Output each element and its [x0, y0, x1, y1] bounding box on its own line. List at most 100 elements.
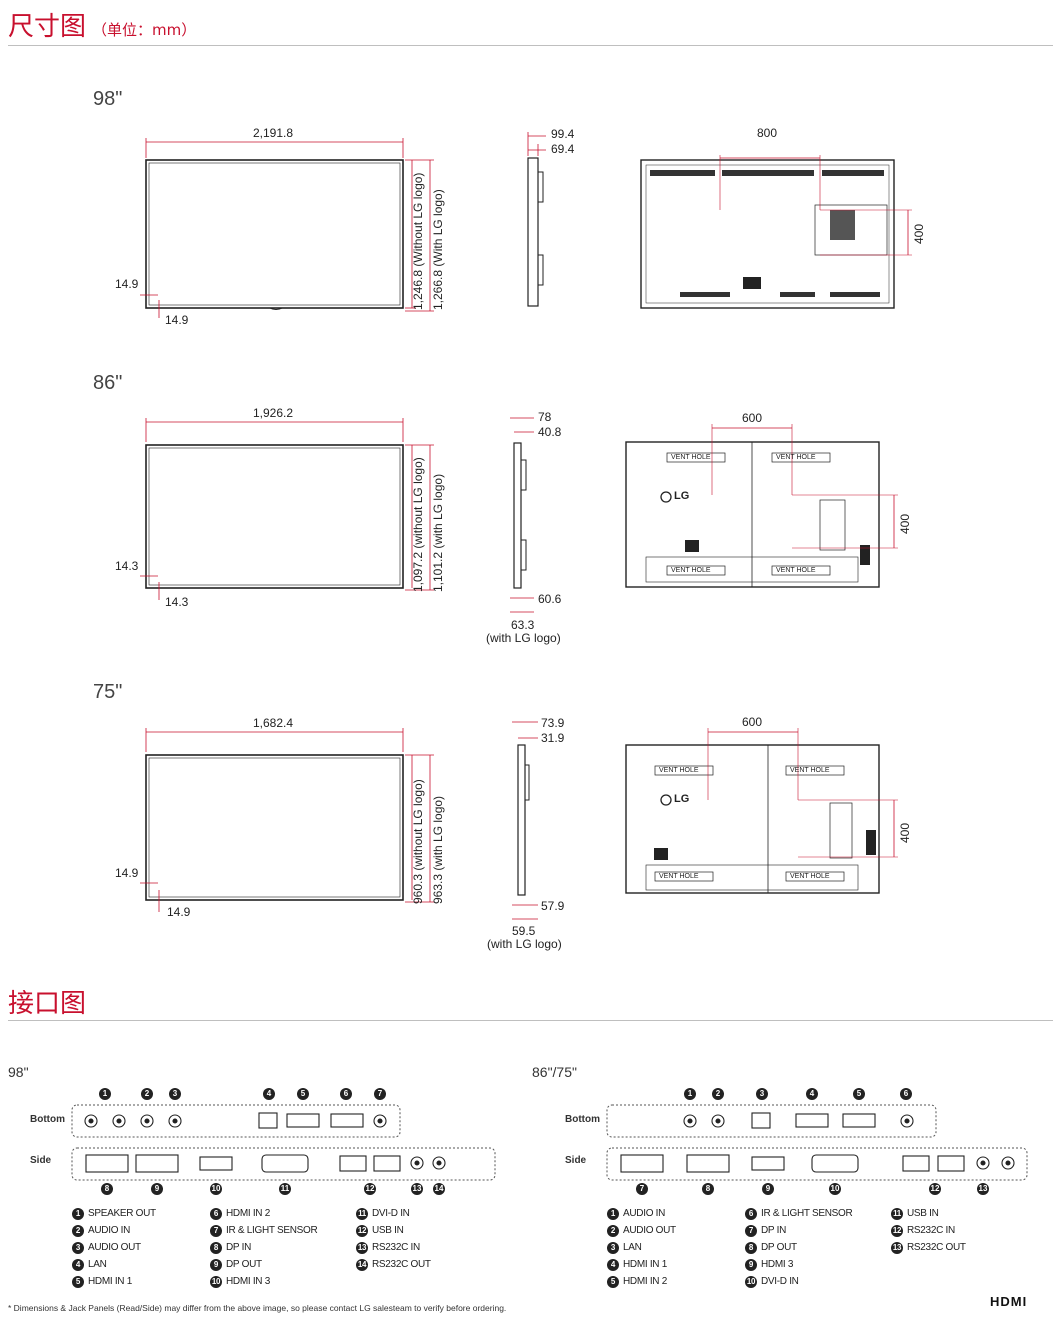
port-number-badge: 14	[433, 1183, 445, 1195]
legend-label: AUDIO OUT	[623, 1225, 676, 1236]
legend-number-badge: 6	[745, 1207, 757, 1220]
legend-number-badge: 2	[72, 1224, 84, 1237]
legend-label: HDMI IN 3	[226, 1276, 270, 1287]
model-size-label-75: 75"	[93, 681, 123, 703]
legend-item: 4 LAN	[72, 1256, 156, 1273]
legend-label: RS232C OUT	[372, 1259, 431, 1270]
vent-hole-label: VENT HOLE	[790, 767, 830, 774]
legend-label: RS232C OUT	[907, 1242, 966, 1253]
dim-height1-86: 1,097.2 (without LG logo)	[411, 457, 425, 592]
legend-label: RS232C IN	[372, 1242, 420, 1253]
dim-vesa-h-98: 400	[912, 223, 926, 244]
legend-number-badge: 8	[745, 1241, 757, 1254]
legend-label: HDMI IN 2	[623, 1276, 667, 1287]
legend-label: RS232C IN	[907, 1225, 955, 1236]
legend-number-badge: 4	[72, 1258, 84, 1271]
dim-bezel-side-98: 14.9	[115, 277, 139, 291]
legend-label: AUDIO IN	[88, 1225, 131, 1236]
dim-width-86: 1,926.2	[253, 406, 294, 420]
port-number-badge: 4	[263, 1088, 275, 1100]
legend-label: AUDIO IN	[623, 1208, 666, 1219]
legend-label: DP IN	[226, 1242, 251, 1253]
back-view-75	[625, 728, 898, 894]
vent-hole-label: VENT HOLE	[790, 873, 830, 880]
dim-depth4-75: 59.5	[512, 924, 536, 938]
dim-depth1-75: 73.9	[541, 716, 565, 730]
legend-number-badge: 12	[356, 1224, 368, 1237]
dim-height2-98: 1,266.8 (With LG logo)	[431, 189, 445, 310]
jack-panel-outlines	[71, 1104, 1028, 1181]
legend-label: DP IN	[761, 1225, 786, 1236]
port-number-badge: 3	[169, 1088, 181, 1100]
port-number-badge: 9	[151, 1183, 163, 1195]
front-view-86	[140, 418, 434, 600]
dim-bezel-side-75: 14.9	[115, 866, 139, 880]
dim-bezel-bottom-75: 14.9	[167, 905, 191, 919]
vent-hole-label: VENT HOLE	[671, 567, 711, 574]
side-view-75	[512, 721, 538, 920]
lg-logo: LG	[674, 793, 690, 805]
port-number-badge: 7	[374, 1088, 386, 1100]
jack-section-title: 接口图	[8, 989, 87, 1019]
dim-depth2-86: 40.8	[538, 425, 562, 439]
port-number-badge: 6	[900, 1088, 912, 1100]
legend-number-badge: 6	[210, 1207, 222, 1220]
legend-number-badge: 5	[607, 1275, 619, 1288]
legend-number-badge: 1	[72, 1207, 84, 1220]
port-number-badge: 8	[702, 1183, 714, 1195]
model-size-label-86: 86"	[93, 372, 123, 394]
section-divider	[8, 1020, 1053, 1021]
legend-number-badge: 13	[356, 1241, 368, 1254]
legend-item: 10 HDMI IN 3	[210, 1273, 317, 1290]
legend-number-badge: 13	[891, 1241, 903, 1254]
vent-hole-label: VENT HOLE	[659, 873, 699, 880]
dim-height1-98: 1,246.8 (Without LG logo)	[411, 172, 425, 310]
port-number-badge: 12	[929, 1183, 941, 1195]
legend-number-badge: 10	[210, 1275, 222, 1288]
port-number-badge: 11	[279, 1183, 291, 1195]
dim-bezel-bottom-98: 14.9	[165, 313, 189, 327]
legend-number-badge: 12	[891, 1224, 903, 1237]
legend-label: DP OUT	[761, 1242, 797, 1253]
vent-hole-label: VENT HOLE	[659, 767, 699, 774]
side-row-label: Side	[30, 1155, 52, 1166]
port-number-badge: 5	[853, 1088, 865, 1100]
legend-item: 13 RS232C OUT	[891, 1239, 966, 1256]
legend-label: HDMI IN 2	[226, 1208, 270, 1219]
section-divider	[8, 45, 1053, 46]
port-number-badge: 1	[99, 1088, 111, 1100]
side-view-98	[527, 132, 546, 307]
legend-label: DP OUT	[226, 1259, 262, 1270]
legend-label: LAN	[88, 1259, 107, 1270]
port-number-badge: 5	[297, 1088, 309, 1100]
legend-number-badge: 7	[210, 1224, 222, 1237]
legend-item: 8 DP OUT	[745, 1239, 852, 1256]
unit-text: （单位：mm）	[92, 21, 197, 39]
port-number-badge: 2	[712, 1088, 724, 1100]
dim-bezel-side-86: 14.3	[115, 559, 139, 573]
model-size-label-98: 98"	[93, 88, 123, 110]
back-view-98	[640, 155, 912, 309]
vent-hole-label: VENT HOLE	[671, 454, 711, 461]
legend-label: LAN	[623, 1242, 642, 1253]
legend-number-badge: 11	[356, 1207, 368, 1220]
side-view-86	[510, 417, 534, 613]
port-number-badge: 8	[101, 1183, 113, 1195]
dim-bezel-bottom-86: 14.3	[165, 595, 189, 609]
port-number-badge: 4	[806, 1088, 818, 1100]
port-number-badge: 2	[141, 1088, 153, 1100]
vent-hole-label: VENT HOLE	[776, 454, 816, 461]
jack-panel-title-98: 98"	[8, 1064, 29, 1080]
